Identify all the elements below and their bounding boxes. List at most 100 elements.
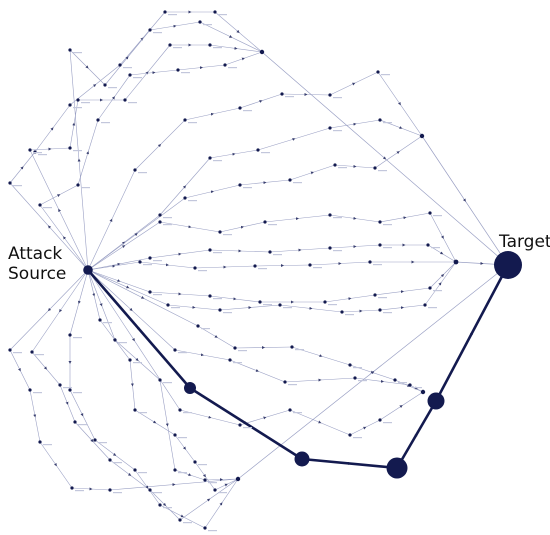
graph-node-29 xyxy=(208,156,212,160)
edge-37 xyxy=(257,127,331,151)
edge-1 xyxy=(9,151,36,184)
node-label-mark xyxy=(383,122,392,124)
graph-node-72 xyxy=(173,348,177,352)
edge-25 xyxy=(199,21,263,53)
edge-50 xyxy=(264,214,331,223)
node-label-mark xyxy=(103,322,112,324)
node-label-mark xyxy=(353,367,362,369)
node-label-mark xyxy=(285,96,294,98)
graph-node-5 xyxy=(213,10,217,14)
node-label-mark xyxy=(81,102,90,104)
edge-64 xyxy=(254,264,311,267)
node-label-mark xyxy=(383,247,392,249)
node-label-mark xyxy=(268,224,277,226)
graph-node-13 xyxy=(76,183,80,187)
graph-node-98 xyxy=(203,526,207,530)
node-layer xyxy=(8,10,522,530)
node-label-mark xyxy=(113,462,122,464)
node-label-mark xyxy=(295,349,304,351)
graph-node-8 xyxy=(76,98,80,102)
graph-node-65 xyxy=(378,308,382,312)
edge-11 xyxy=(124,44,171,101)
edge-103 xyxy=(39,441,73,489)
graph-node-50 xyxy=(138,260,142,264)
edge-20 xyxy=(224,51,263,66)
graph-node-55 xyxy=(148,290,152,294)
graph-node-87 xyxy=(30,350,34,354)
edge-32 xyxy=(329,71,379,96)
node-label-mark xyxy=(398,382,407,384)
node-label-mark xyxy=(75,490,84,492)
graph-node-35 xyxy=(288,178,292,182)
node-label-mark xyxy=(153,260,162,262)
graph-node-27 xyxy=(376,70,380,74)
node-label-mark xyxy=(373,264,382,266)
graph-node-106 xyxy=(158,378,162,382)
node-label-mark xyxy=(153,492,162,494)
node-label-mark xyxy=(73,337,82,339)
node-label-mark xyxy=(383,224,392,226)
edge-71 xyxy=(324,294,376,303)
graph-node-4 xyxy=(163,10,167,14)
graph-node-25 xyxy=(280,92,284,96)
edge-49 xyxy=(219,221,266,233)
edge-21 xyxy=(69,49,89,271)
node-label-mark xyxy=(223,234,232,236)
graph-node-94 xyxy=(68,388,72,392)
graph-node-39 xyxy=(218,230,222,234)
graph-node-80 xyxy=(348,433,352,437)
graph-node-96 xyxy=(133,468,137,472)
node-label-mark xyxy=(108,87,117,89)
attack-path-edge-4 xyxy=(434,264,510,402)
edge-104 xyxy=(71,487,111,491)
attack-path-node-2 xyxy=(294,451,310,467)
edge-88 xyxy=(87,269,176,351)
node-label-mark xyxy=(163,382,172,384)
graph-node-47 xyxy=(328,246,332,250)
graph-node-67 xyxy=(196,324,200,328)
node-label-mark xyxy=(181,72,190,74)
node-label-mark xyxy=(81,187,90,189)
graph-node-36 xyxy=(333,163,337,167)
edge-77 xyxy=(279,304,343,313)
graph-node-71 xyxy=(393,378,397,382)
node-label-mark xyxy=(378,170,387,172)
node-label-mark xyxy=(223,312,232,314)
node-label-mark xyxy=(381,74,390,76)
node-label-mark xyxy=(73,150,82,152)
edge-110 xyxy=(109,459,151,491)
graph-node-64 xyxy=(340,310,344,314)
graph-node-23 xyxy=(183,118,187,122)
node-label-mark xyxy=(383,312,392,314)
node-label-mark xyxy=(218,492,227,494)
graph-node-63 xyxy=(278,303,282,307)
node-label-mark xyxy=(138,172,147,174)
hub-node-right xyxy=(419,133,425,139)
node-label-mark xyxy=(183,412,192,414)
attack-path-edge-3 xyxy=(395,400,438,469)
edge-102 xyxy=(29,389,41,443)
edge-48 xyxy=(159,221,221,233)
attack-source-label: Attack Source xyxy=(8,244,66,284)
graph-node-108 xyxy=(203,478,207,482)
graph-node-2 xyxy=(68,103,72,107)
node-label-mark xyxy=(38,154,47,156)
node-label-mark xyxy=(208,530,217,532)
attack-path-node-3 xyxy=(386,457,408,479)
edge-65 xyxy=(309,261,371,266)
node-label-mark xyxy=(198,270,207,272)
node-label-mark xyxy=(73,52,82,54)
edge-89 xyxy=(174,349,231,361)
node-label-mark xyxy=(353,437,362,439)
edge-94 xyxy=(87,269,181,411)
attack-path-edge-0 xyxy=(87,269,191,389)
graph-node-20 xyxy=(148,28,152,32)
graph-node-58 xyxy=(323,300,327,304)
graph-node-66 xyxy=(423,303,427,307)
edge-92 xyxy=(354,377,411,386)
graph-node-88 xyxy=(58,383,62,387)
edge-129 xyxy=(159,379,176,471)
edge-63 xyxy=(194,265,256,269)
graph-node-103 xyxy=(193,460,197,464)
edge-115 xyxy=(69,389,96,441)
